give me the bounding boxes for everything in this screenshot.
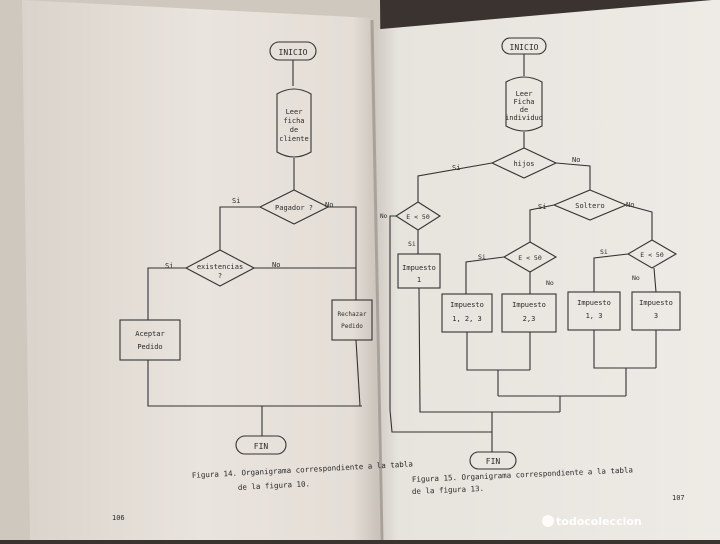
right-e50-mid-no: No: [546, 279, 554, 287]
left-read-line4: cliente: [279, 135, 309, 143]
right-soltero-no: No: [626, 201, 634, 209]
right-e50-right-label: E < 50: [640, 251, 664, 259]
right-imp123-line2: 1, 2, 3: [452, 315, 482, 323]
left-existencias-no: No: [272, 261, 280, 269]
right-read-line1: Leer: [516, 90, 533, 98]
left-existencias-yes: Si: [165, 262, 173, 270]
right-hijos-label: hijos: [513, 160, 534, 168]
left-existencias-line1: existencias: [197, 263, 243, 271]
left-reject-line2: Pedido: [341, 323, 363, 330]
left-pagador-no: No: [325, 201, 333, 209]
right-imp3-line2: 3: [654, 312, 658, 320]
watermark-logo-icon: [542, 515, 554, 527]
left-end-terminal: [235, 435, 287, 455]
left-caption-line2: de la figura 10.: [238, 479, 311, 492]
left-end-label: FIN: [254, 442, 269, 451]
right-imp13-line1: Impuesto: [577, 299, 611, 307]
left-page-number: 106: [112, 514, 125, 522]
left-page: [22, 0, 380, 540]
right-hijos-no: No: [572, 156, 580, 164]
right-e50-mid-yes: Si: [478, 253, 486, 261]
right-impuesto1-line2: 1: [417, 276, 421, 284]
left-existencias-line2: ?: [218, 272, 222, 280]
right-imp23-line2: 2,3: [523, 315, 536, 323]
left-pagador-yes: Si: [232, 197, 240, 205]
right-e50-left-yes: Si: [408, 240, 416, 248]
right-impuesto1-line1: Impuesto: [402, 264, 436, 272]
right-read-line3: de: [520, 106, 528, 114]
right-read-line2: Ficha: [513, 98, 534, 106]
left-flowchart: INICIO Leer ficha de cliente Pagador ? S…: [119, 41, 373, 455]
left-read-line1: Leer: [286, 108, 303, 116]
right-e50-left-label: E < 50: [406, 213, 430, 221]
right-flowchart: INICIO Leer Ficha de individuo hijos Si …: [380, 37, 681, 470]
book-gutter: [370, 19, 384, 541]
right-imp23-box: [501, 293, 557, 333]
left-read-shape: [276, 88, 312, 158]
right-page-number: 107: [672, 494, 685, 502]
right-imp13-line2: 1, 3: [586, 312, 603, 320]
left-decision-existencias: [184, 249, 256, 287]
right-decision-soltero: [552, 189, 628, 221]
right-start-label: INICIO: [510, 43, 539, 52]
right-decision-e50-right: [626, 239, 678, 269]
left-accept-line1: Aceptar: [135, 330, 165, 338]
left-start-label: INICIO: [279, 48, 308, 57]
left-reject-box: [331, 299, 373, 341]
right-e50-mid-label: E < 50: [518, 254, 542, 262]
right-page: [370, 0, 720, 540]
left-reject-line1: Rechazar: [338, 311, 367, 318]
right-caption-line2: de la figura 13.: [412, 484, 485, 496]
watermark: todocoleccion: [542, 515, 642, 528]
right-imp123-line1: Impuesto: [450, 301, 484, 309]
right-e50-right-no: No: [632, 274, 640, 282]
right-hijos-yes: Si: [452, 164, 460, 172]
right-read-shape: [505, 76, 543, 132]
right-end-terminal: [469, 451, 517, 470]
right-soltero-label: Soltero: [575, 202, 605, 210]
left-accept-line2: Pedido: [137, 343, 162, 351]
right-imp23-line1: Impuesto: [512, 301, 546, 309]
left-accept-box: [119, 319, 181, 361]
right-decision-hijos: [490, 147, 558, 179]
right-end-label: FIN: [486, 457, 501, 466]
right-e50-left-no: No: [380, 213, 388, 220]
right-e50-right-yes: Si: [600, 248, 608, 256]
left-read-line3: de: [290, 126, 298, 134]
watermark-text: todocoleccion: [556, 515, 642, 528]
right-imp3-line1: Impuesto: [639, 299, 673, 307]
left-read-line2: ficha: [283, 117, 304, 125]
right-read-line4: individuo: [505, 114, 543, 122]
left-decision-pagador: [258, 189, 330, 225]
left-decision-pagador-label: Pagador ?: [275, 204, 313, 212]
